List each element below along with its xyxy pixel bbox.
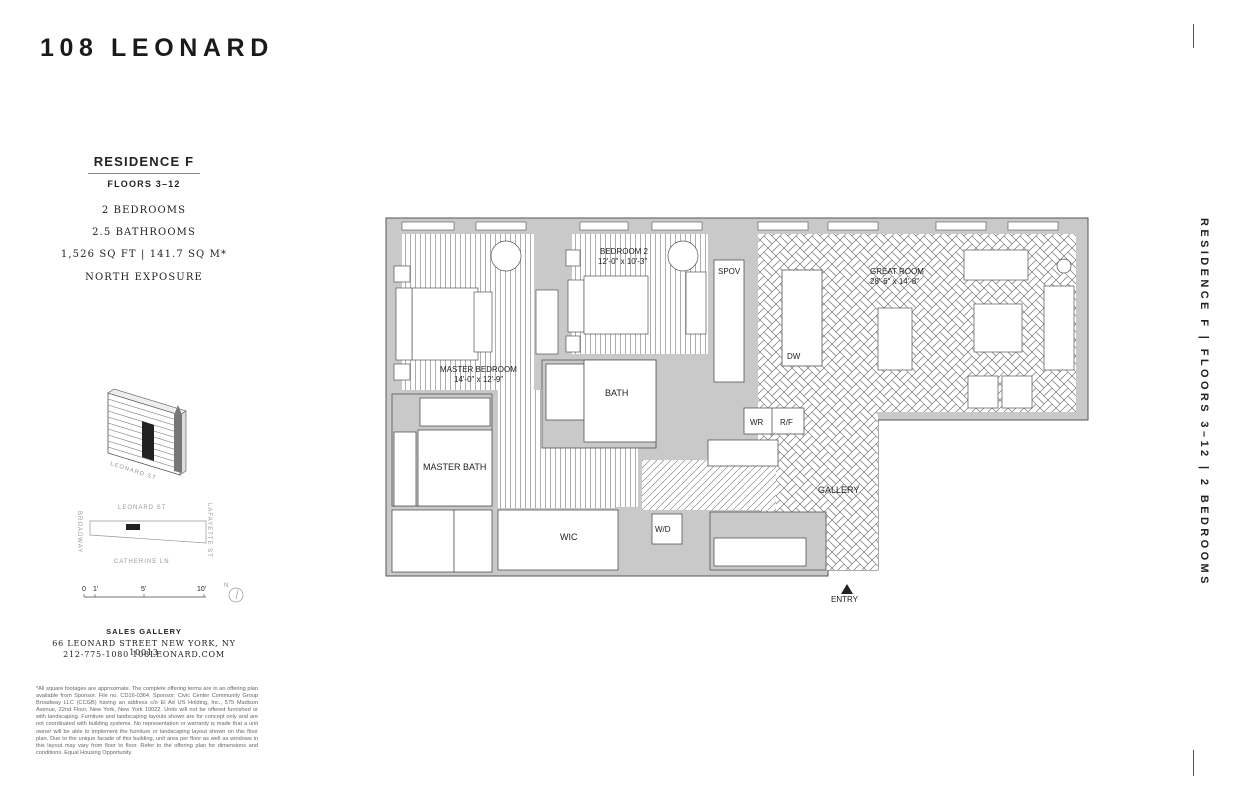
- master-bedroom-label: MASTER BEDROOM: [440, 365, 517, 374]
- bottom-rule: [1193, 750, 1194, 776]
- nightstand-3: [565, 249, 581, 267]
- dw-label: DW: [787, 352, 801, 361]
- bed2: [583, 275, 649, 335]
- street-west: BROADWAY: [76, 511, 82, 553]
- bedroom2-label: BEDROOM 2: [600, 247, 649, 256]
- rf-label: R/F: [780, 418, 793, 427]
- bedroom2-dim: 12'-0" x 10'-3": [598, 257, 647, 266]
- armchair-2: [667, 240, 699, 272]
- brand-logo: 108 LEONARD: [40, 34, 274, 62]
- wr-label: WR: [750, 418, 764, 427]
- nightstand-4: [565, 335, 581, 353]
- master-bed: [411, 287, 479, 361]
- scale-tick-10: 10': [197, 586, 206, 593]
- powder-room: [713, 537, 807, 567]
- kitchen-island: [781, 269, 823, 367]
- wic-label: WIC: [560, 532, 578, 542]
- sofa-side: [1043, 285, 1075, 371]
- side-table: [1056, 258, 1072, 274]
- laundry-floor: [642, 460, 776, 510]
- sales-gallery-title: SALES GALLERY: [106, 627, 182, 636]
- wd-label: W/D: [655, 525, 671, 534]
- compass-icon: N: [224, 583, 244, 603]
- wic-room: [497, 509, 619, 571]
- nightstand-1: [393, 265, 411, 283]
- floors-label: FLOORS 3–12: [107, 179, 181, 189]
- great-room-label: GREAT ROOM: [870, 267, 924, 276]
- bedrooms-spec: 2 BEDROOMS: [101, 205, 187, 216]
- spov-label: SPOV: [718, 267, 741, 276]
- master-vanity: [393, 431, 417, 507]
- sales-address: 66 LEONARD STREET NEW YORK, NY 10013: [52, 639, 236, 657]
- bath-label: BATH: [605, 388, 628, 398]
- bed2-headboard: [567, 279, 585, 333]
- bench: [473, 291, 493, 353]
- chair-1: [967, 375, 999, 409]
- scale-tick-5: 5': [141, 586, 146, 593]
- dining-table: [877, 307, 913, 371]
- sofa-top: [963, 249, 1029, 281]
- nightstand-2: [393, 363, 411, 381]
- area-spec: 1,526 SQ FT | 141.7 SQ M*: [60, 249, 228, 260]
- master-bath-room: [417, 429, 493, 507]
- master-headboard: [395, 287, 413, 361]
- great-room-dim: 28'-6" x 14'-8": [870, 277, 919, 286]
- scale-tick-1: 1': [93, 586, 98, 593]
- bed2-dresser: [685, 271, 707, 335]
- wr-rf-block: [743, 407, 805, 435]
- exposure-spec: NORTH EXPOSURE: [85, 272, 203, 283]
- scale-bar: 0 1' 5' 10': [82, 586, 206, 598]
- armchair-1: [490, 240, 522, 272]
- chair-2: [1001, 375, 1033, 409]
- title-divider: [88, 173, 200, 174]
- master-shower: [391, 509, 455, 573]
- entry-arrow-icon: [841, 584, 853, 594]
- coffee-table: [973, 303, 1023, 353]
- entry-label: ENTRY: [831, 595, 859, 604]
- master-bedroom-dim: 14'-0" x 12'-9": [454, 375, 503, 384]
- bath-room: [583, 359, 657, 443]
- bathrooms-spec: 2.5 BATHROOMS: [92, 227, 196, 238]
- master-bath-label: MASTER BATH: [423, 462, 486, 472]
- hall-floor: [545, 437, 638, 507]
- washer-dryer: [651, 513, 683, 545]
- street-east: LAFAYETTE ST: [206, 503, 212, 558]
- key-plan-diagram: LEONARD ST LEONARD ST CATHERINE LN BROAD…: [76, 388, 244, 603]
- top-rule: [1193, 24, 1194, 48]
- unit-location-marker: [126, 524, 140, 530]
- vertical-sidebar-title: RESIDENCE F | FLOORS 3–12 | 2 BEDROOMS: [1198, 218, 1210, 587]
- bath-shower: [545, 363, 585, 421]
- residence-title: RESIDENCE F: [93, 154, 195, 169]
- svg-text:N: N: [224, 583, 229, 589]
- kitchen-counter: [713, 259, 745, 383]
- dresser: [535, 289, 559, 355]
- legal-disclaimer: *All square footages are approximate. Th…: [36, 686, 258, 756]
- street-north: LEONARD ST: [118, 505, 166, 511]
- closet: [707, 439, 779, 467]
- floor-plan: MASTER BEDROOM 14'-0" x 12'-9" BEDROOM 2…: [385, 217, 1089, 604]
- gallery-label: GALLERY: [818, 485, 859, 495]
- windows: [401, 221, 1059, 231]
- building-isometric: [107, 388, 187, 476]
- scale-tick-0: 0: [82, 586, 86, 593]
- master-tub: [419, 397, 491, 427]
- street-south: CATHERINE LN: [114, 559, 170, 565]
- master-wc: [453, 509, 493, 573]
- sales-contact: 212-775-1080 108LEONARD.COM: [63, 650, 225, 659]
- key-plan-block: [89, 520, 207, 544]
